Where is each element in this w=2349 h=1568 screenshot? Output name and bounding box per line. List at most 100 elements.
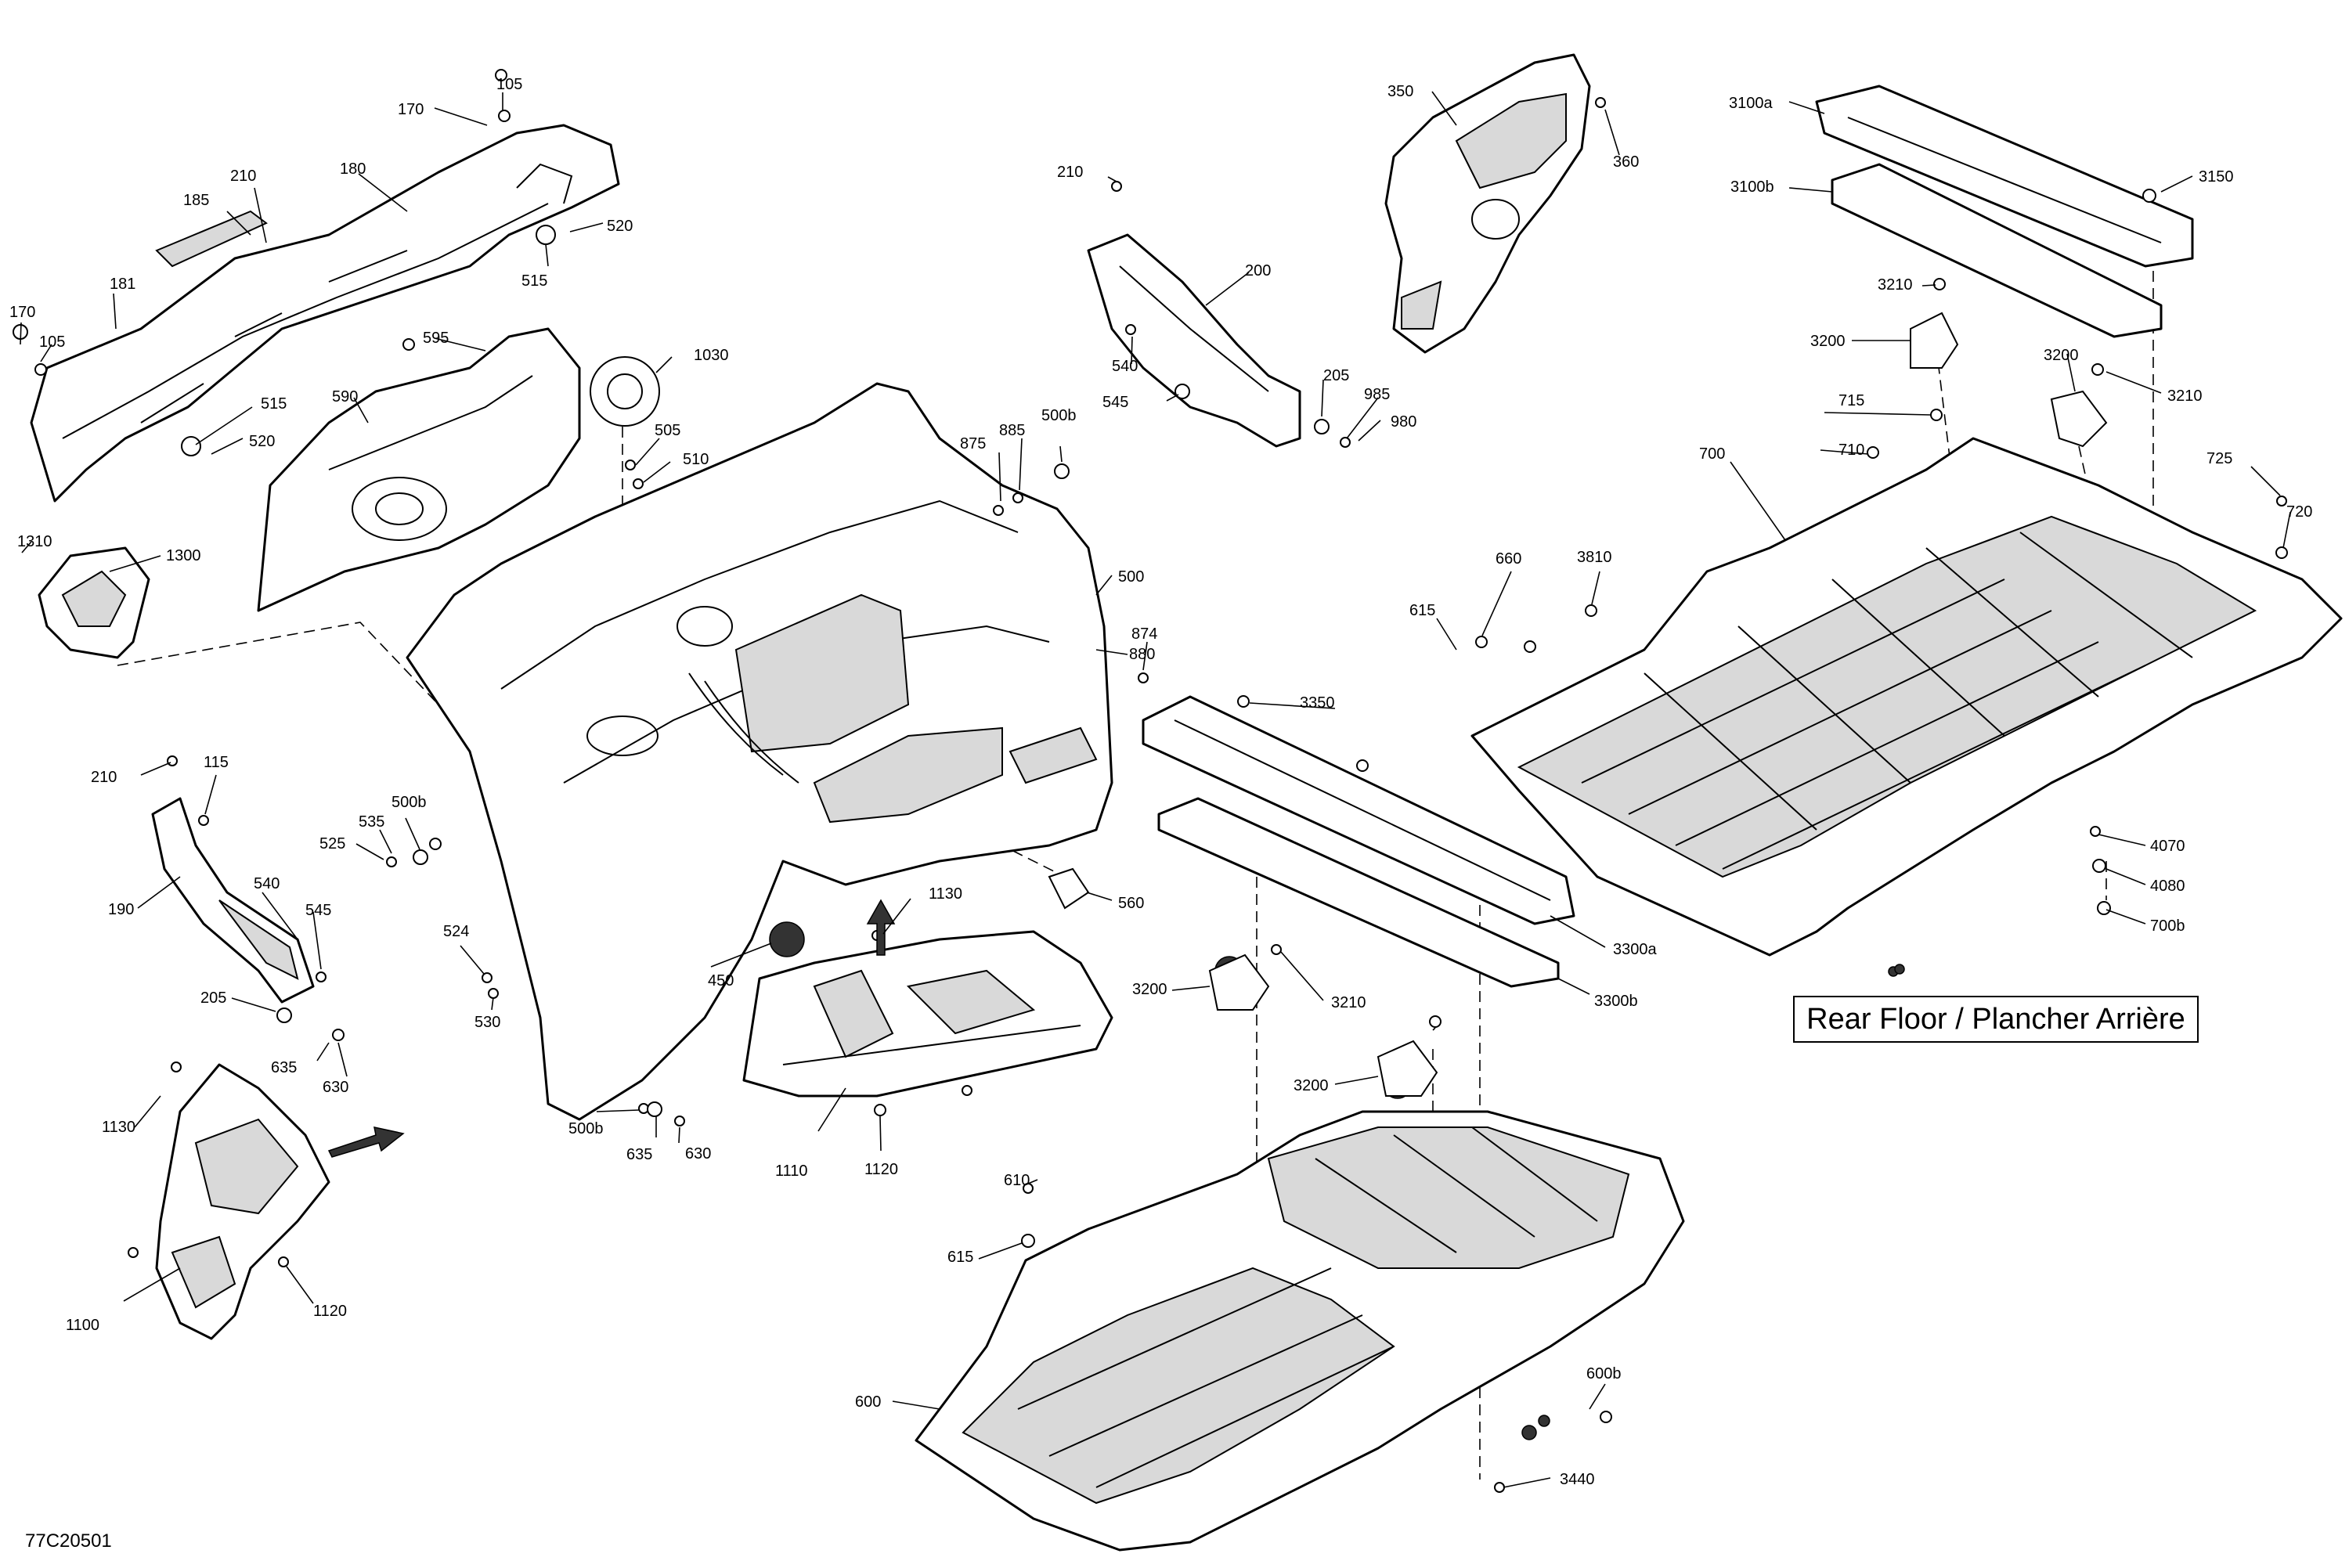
callout-105: 105 xyxy=(39,333,65,351)
callout-200: 200 xyxy=(1245,262,1271,279)
callout-635: 635 xyxy=(271,1059,297,1076)
callout-190: 190 xyxy=(108,901,134,918)
callout-540: 540 xyxy=(254,875,280,892)
callout-210: 210 xyxy=(91,769,117,786)
callout-205: 205 xyxy=(200,989,226,1007)
callout-360: 360 xyxy=(1613,153,1639,171)
callout-520: 520 xyxy=(249,433,275,450)
callout-535: 535 xyxy=(359,813,384,831)
callout-700b: 700b xyxy=(2150,917,2185,935)
part-350-panel xyxy=(1384,53,1591,354)
callout-3100a: 3100a xyxy=(1729,95,1773,112)
part-500-rear-body xyxy=(406,382,1113,1121)
parts-3300-rails xyxy=(1142,695,1575,988)
callout-3150: 3150 xyxy=(2199,168,2234,186)
callout-515: 515 xyxy=(261,395,287,413)
callout-600b: 600b xyxy=(1586,1365,1622,1382)
callout-labels: 105 170 185 210 180 520 515 181 170 105 … xyxy=(9,76,2312,1488)
callout-1310: 1310 xyxy=(17,533,52,550)
callout-1120: 1120 xyxy=(864,1161,898,1178)
callout-510: 510 xyxy=(683,451,709,468)
callout-610: 610 xyxy=(1004,1172,1030,1189)
callout-660: 660 xyxy=(1496,550,1521,568)
callout-180: 180 xyxy=(340,160,366,178)
callout-205: 205 xyxy=(1323,367,1349,384)
callout-615: 615 xyxy=(1409,602,1435,619)
callout-874: 874 xyxy=(1131,625,1157,643)
callout-3200: 3200 xyxy=(1294,1077,1329,1094)
callout-3210: 3210 xyxy=(1878,276,1913,294)
callout-500b: 500b xyxy=(568,1120,604,1137)
callout-545: 545 xyxy=(305,902,331,919)
callout-3100b: 3100b xyxy=(1730,178,1774,196)
callout-1120: 1120 xyxy=(313,1303,347,1320)
callout-545: 545 xyxy=(1102,394,1128,411)
hardware-fasteners xyxy=(13,69,2288,1493)
callout-3810: 3810 xyxy=(1577,549,1612,566)
part-1300-bracket xyxy=(38,546,150,659)
part-190-bracket xyxy=(151,797,315,1004)
callout-505: 505 xyxy=(655,422,680,439)
callout-185: 185 xyxy=(183,192,209,209)
part-1100-side-panel xyxy=(155,1063,330,1340)
callout-520: 520 xyxy=(607,218,633,235)
part-700-rear-floor xyxy=(1470,437,2343,957)
callout-3210: 3210 xyxy=(1331,994,1366,1011)
callout-3300b: 3300b xyxy=(1594,993,1638,1010)
callout-875: 875 xyxy=(960,435,986,452)
callout-3200: 3200 xyxy=(1810,333,1846,350)
part-200-bracket xyxy=(1087,233,1301,448)
callout-885: 885 xyxy=(999,422,1025,439)
callout-720: 720 xyxy=(2286,503,2312,521)
callout-980: 980 xyxy=(1391,413,1416,431)
callout-105: 105 xyxy=(496,76,522,93)
part-180-upper-rail xyxy=(30,124,620,503)
callout-leader-lines xyxy=(20,91,2291,1488)
callout-3350: 3350 xyxy=(1300,694,1335,712)
callout-4080: 4080 xyxy=(2150,878,2185,895)
callout-3200: 3200 xyxy=(2044,347,2079,364)
callout-725: 725 xyxy=(2206,450,2232,467)
callout-560: 560 xyxy=(1118,895,1144,912)
callout-210: 210 xyxy=(230,168,256,185)
callout-540: 540 xyxy=(1112,358,1138,375)
callout-3300a: 3300a xyxy=(1613,941,1657,958)
callout-985: 985 xyxy=(1364,386,1390,403)
callout-115: 115 xyxy=(204,754,229,771)
callout-1110: 1110 xyxy=(775,1162,808,1180)
up-arrow-icon xyxy=(866,899,896,956)
callout-500b: 500b xyxy=(1041,407,1077,424)
callout-1130: 1130 xyxy=(929,885,962,903)
callout-3200: 3200 xyxy=(1132,981,1167,998)
callout-630: 630 xyxy=(323,1079,348,1096)
callout-600: 600 xyxy=(855,1393,881,1411)
callout-1300: 1300 xyxy=(166,547,201,564)
part-1110-lower-panel xyxy=(742,930,1113,1098)
callout-1130: 1130 xyxy=(102,1119,135,1136)
section-title-box: Rear Floor / Plancher Arrière xyxy=(1793,996,2199,1043)
parts-3100-rails xyxy=(1815,85,2194,338)
callout-350: 350 xyxy=(1387,83,1413,100)
callout-500b: 500b xyxy=(392,794,427,811)
callout-3440: 3440 xyxy=(1560,1471,1595,1488)
drawing-id: 77C20501 xyxy=(25,1530,112,1552)
part-600-front-floor xyxy=(915,1110,1685,1552)
callout-590: 590 xyxy=(332,388,358,406)
callout-3210: 3210 xyxy=(2167,387,2203,405)
callout-880: 880 xyxy=(1129,646,1155,663)
callout-4070: 4070 xyxy=(2150,838,2185,855)
callout-715: 715 xyxy=(1838,392,1864,409)
callout-500: 500 xyxy=(1118,568,1144,586)
callout-530: 530 xyxy=(474,1014,500,1031)
callout-210: 210 xyxy=(1057,164,1083,181)
callout-181: 181 xyxy=(110,276,135,293)
callout-630: 630 xyxy=(685,1145,711,1162)
callout-450: 450 xyxy=(708,972,734,989)
callout-524: 524 xyxy=(443,923,469,940)
callout-615: 615 xyxy=(947,1249,973,1266)
callout-595: 595 xyxy=(423,330,449,347)
callout-700: 700 xyxy=(1699,445,1725,463)
part-590-side-panel xyxy=(257,327,581,612)
callout-710: 710 xyxy=(1838,442,1864,459)
